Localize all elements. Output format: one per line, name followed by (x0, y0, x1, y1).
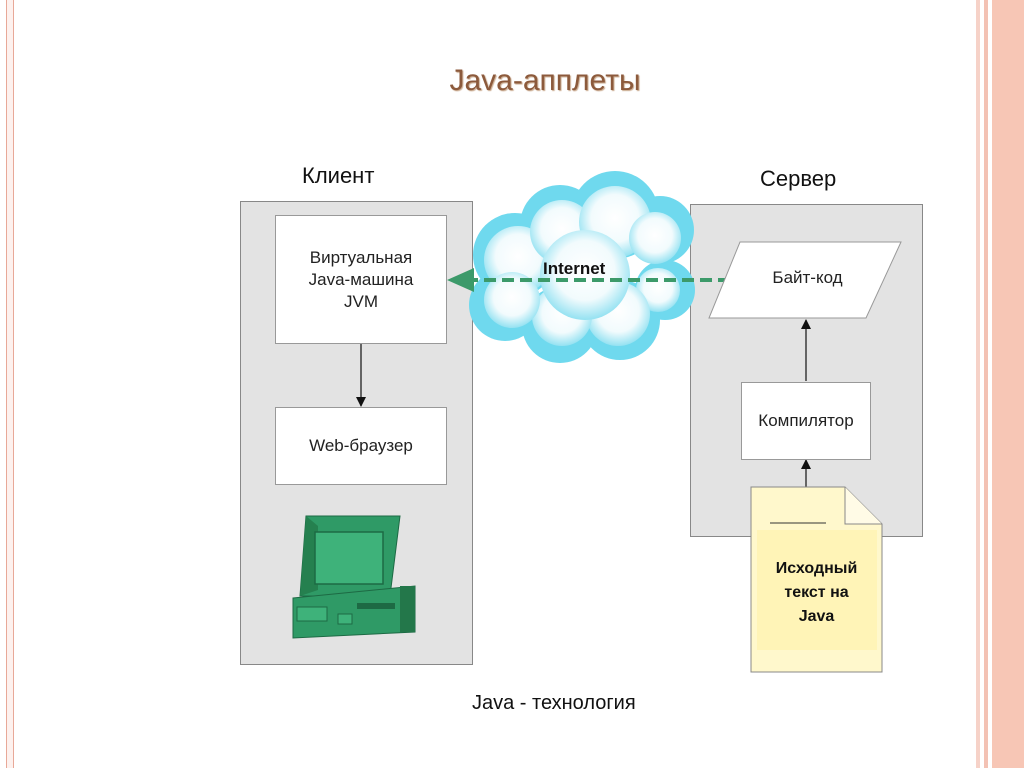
compiler-box: Компилятор (741, 382, 871, 460)
server-heading: Сервер (760, 166, 837, 191)
source-note-text: Исходный текст на Java (751, 557, 882, 629)
jvm-box-line-2: Java-машина (308, 269, 414, 289)
slide-caption: Java - технология (472, 692, 636, 714)
source-note-line-2: текст на (784, 584, 849, 601)
client-heading: Клиент (302, 163, 375, 188)
internet-label: Internet (543, 259, 606, 278)
slide-right-border (976, 0, 1024, 768)
compiler-box-label: Компилятор (758, 411, 854, 430)
computer-icon (292, 515, 416, 639)
source-note-line-3: Java (798, 608, 835, 625)
jvm-box-line-3: JVM (343, 291, 378, 311)
browser-box-label: Web-браузер (309, 436, 413, 455)
slide-left-border (6, 0, 14, 768)
jvm-box: Виртуальная Java-машина JVM (275, 215, 447, 344)
bytecode-label: Байт-код (772, 268, 843, 287)
source-note-line-1: Исходный (775, 560, 858, 577)
jvm-box-line-1: Виртуальная (309, 247, 413, 267)
source-document-shape (750, 486, 883, 673)
browser-box: Web-браузер (275, 407, 447, 485)
internet-transfer-arrow (447, 268, 730, 292)
bytecode-shape (708, 241, 902, 319)
internet-cloud (469, 171, 695, 363)
page-title: Java-апплеты (449, 64, 641, 97)
